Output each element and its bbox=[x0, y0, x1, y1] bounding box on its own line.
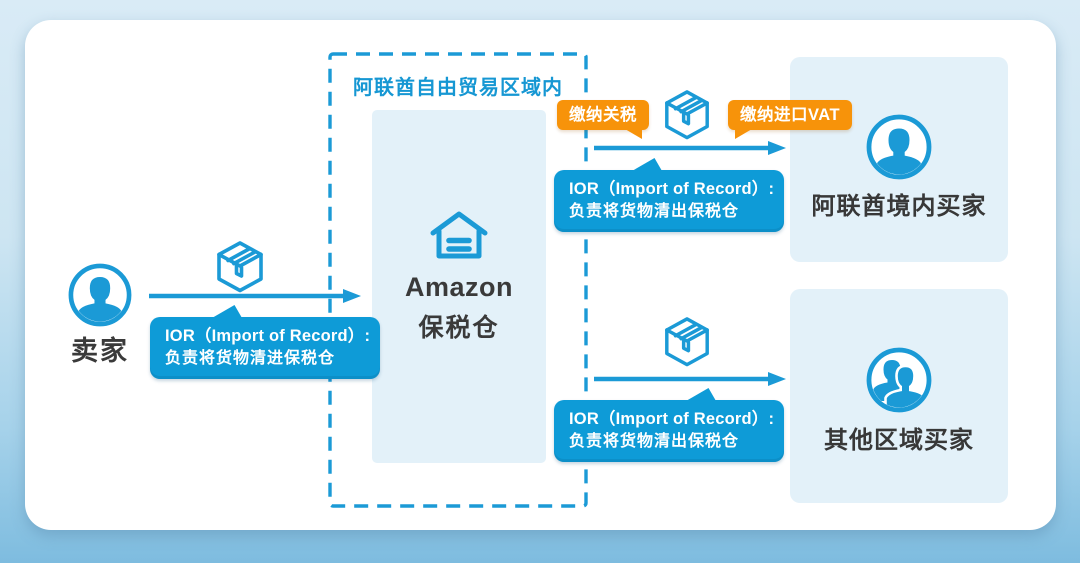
warehouse-label: 保税仓 bbox=[418, 314, 500, 342]
badge-tail bbox=[735, 129, 752, 139]
warehouse-panel: Amazon 保税仓 bbox=[372, 110, 546, 463]
warehouse-icon bbox=[430, 211, 488, 259]
other-arrow bbox=[594, 372, 786, 386]
person-icon bbox=[68, 263, 132, 327]
free-trade-zone-title: 阿联酋自由贸易区域内 bbox=[353, 77, 563, 99]
package-icon bbox=[665, 317, 709, 367]
domestic-ior-bubble: IOR（Import of Record）: 负责将货物清出保税仓 bbox=[554, 158, 784, 233]
warehouse-name: Amazon bbox=[404, 272, 513, 302]
badge-tail bbox=[625, 129, 642, 139]
ior-desc: 负责将货物清出保税仓 bbox=[569, 433, 740, 451]
seller-label: 卖家 bbox=[71, 336, 129, 366]
package-icon bbox=[217, 241, 263, 293]
duty-badge: 缴纳关税 bbox=[557, 100, 649, 139]
duty-badge-label: 缴纳关税 bbox=[569, 106, 637, 124]
ior-desc: 负责将货物清出保税仓 bbox=[569, 203, 740, 221]
people-icon bbox=[866, 347, 932, 413]
ior-desc: 负责将货物清进保税仓 bbox=[165, 350, 336, 368]
ior-title: IOR（Import of Record）: bbox=[165, 327, 371, 345]
vat-badge: 缴纳进口VAT bbox=[728, 100, 853, 139]
domestic-buyer-label: 阿联酋境内买家 bbox=[811, 193, 987, 220]
inbound-arrow bbox=[149, 289, 361, 303]
package-icon bbox=[665, 90, 709, 140]
free-trade-zone-border bbox=[328, 52, 588, 508]
person-icon bbox=[866, 114, 932, 180]
other-buyer-label: 其他区域买家 bbox=[824, 427, 974, 454]
ior-title: IOR（Import of Record）: bbox=[569, 410, 775, 428]
other-ior-bubble: IOR（Import of Record）: 负责将货物清出保税仓 bbox=[554, 388, 784, 463]
inbound-ior-bubble: IOR（Import of Record）: 负责将货物清进保税仓 bbox=[150, 305, 380, 380]
vat-badge-label: 缴纳进口VAT bbox=[740, 106, 841, 124]
ior-title: IOR（Import of Record）: bbox=[569, 180, 775, 198]
domestic-arrow bbox=[594, 141, 786, 155]
